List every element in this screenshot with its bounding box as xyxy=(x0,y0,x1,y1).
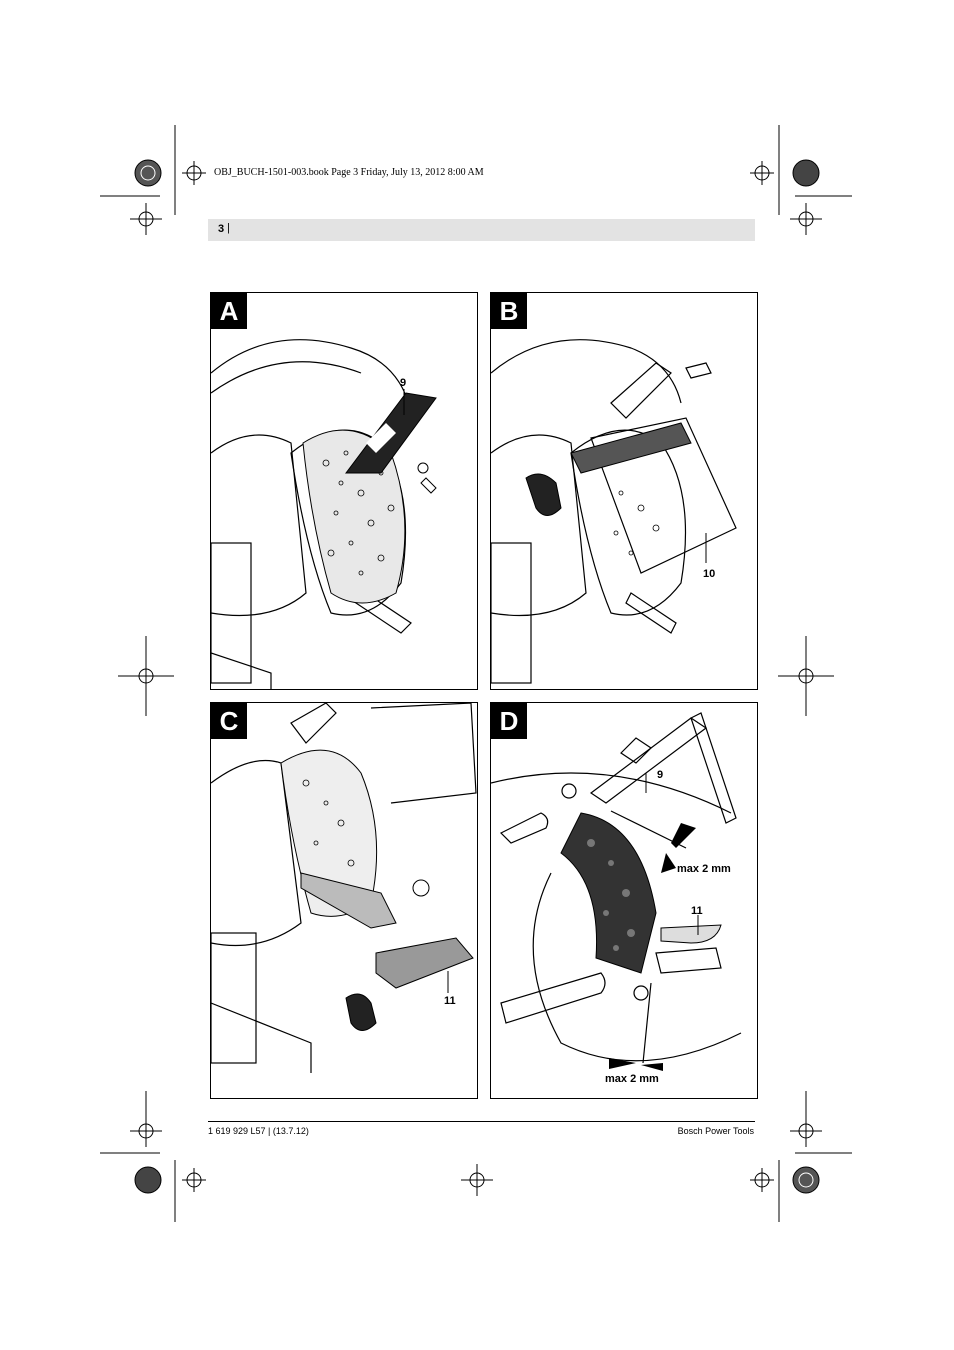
panel-label-a: A xyxy=(211,293,247,329)
gap-label-bottom: max 2 mm xyxy=(605,1073,659,1085)
page-number: 3 xyxy=(218,223,225,235)
callout-9: 9 xyxy=(400,377,407,389)
panel-label-c: C xyxy=(211,703,247,739)
callout-11: 11 xyxy=(444,995,456,1007)
figure-panel-c: C 11 xyxy=(210,702,478,1099)
callout-9-d: 9 xyxy=(657,769,664,781)
figure-panel-d: D 9 max 2 mm 11 max 2 mm xyxy=(490,702,758,1099)
grinder-illustration-d xyxy=(491,712,742,1071)
callout-11-d: 11 xyxy=(691,905,703,917)
page-header-bar xyxy=(208,219,755,241)
page-number-separator: | xyxy=(227,222,230,234)
grinder-illustration-c xyxy=(211,703,477,1073)
grinder-illustration-a xyxy=(211,339,437,689)
file-info-header: OBJ_BUCH-1501-003.book Page 3 Friday, Ju… xyxy=(214,167,484,178)
panel-label-b: B xyxy=(491,293,527,329)
footer-rule xyxy=(208,1121,755,1122)
grinder-illustration-b xyxy=(491,339,737,684)
figure-panel-b: B 10 xyxy=(490,292,758,690)
callout-10: 10 xyxy=(703,568,716,580)
gap-label-top: max 2 mm xyxy=(677,863,731,875)
document-code: 1 619 929 L57 | (13.7.12) xyxy=(208,1126,309,1136)
panel-label-d: D xyxy=(491,703,527,739)
publisher-name: Bosch Power Tools xyxy=(677,1126,754,1136)
figure-panel-a: A 9 xyxy=(210,292,478,690)
